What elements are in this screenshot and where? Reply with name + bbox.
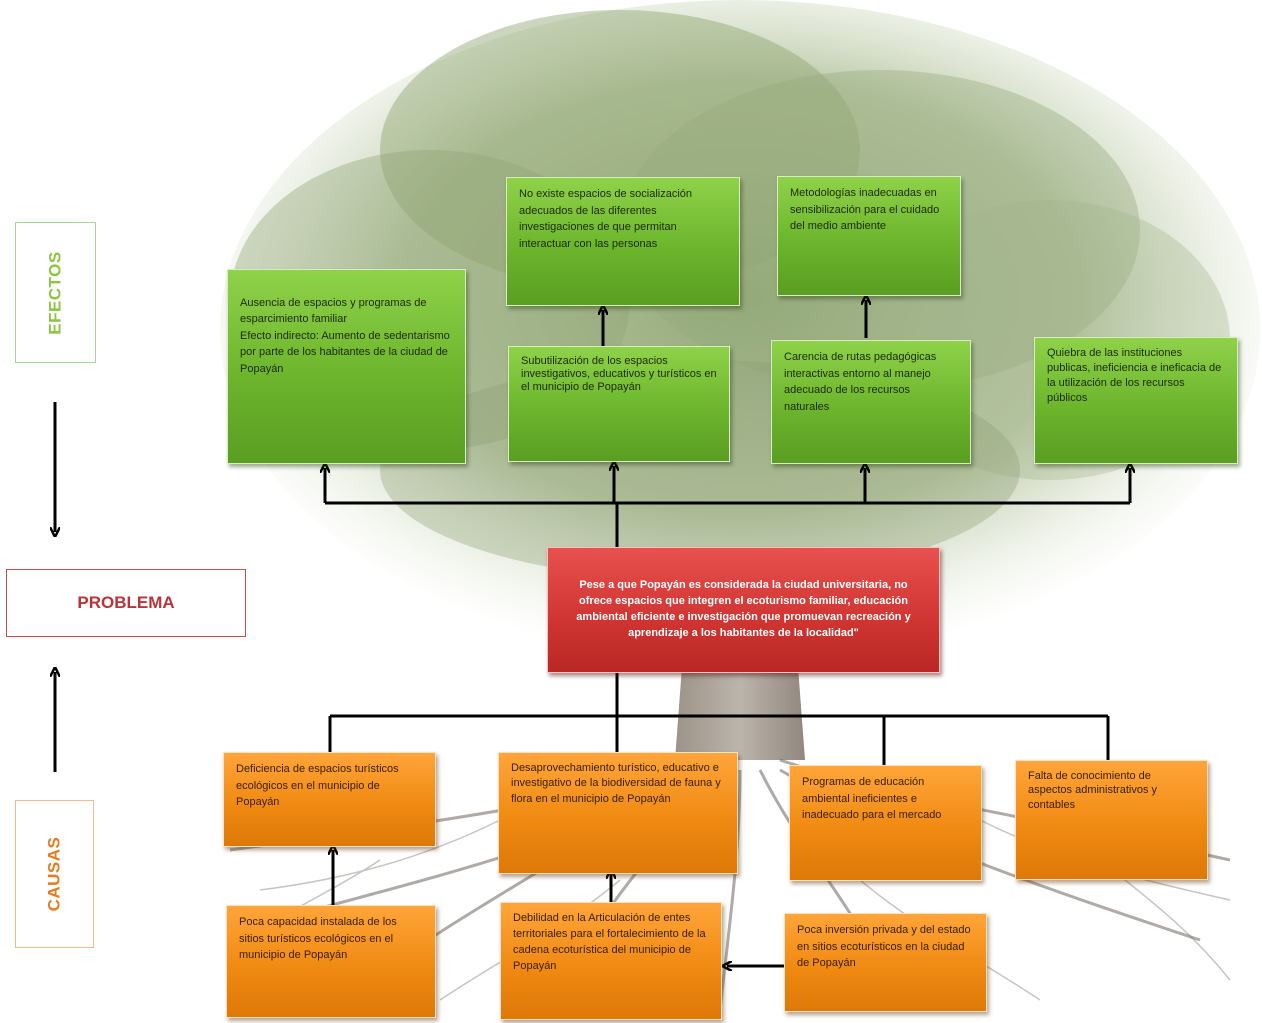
- direct-cause-4-text: Falta de conocimiento de aspectos admini…: [1028, 770, 1157, 811]
- indirect-cause-1-text: Poca capacidad instalada de los sitios t…: [239, 916, 397, 961]
- problema-label: PROBLEMA: [77, 593, 175, 612]
- direct-cause-2-box: Desaprovechamiento turístico, educativo …: [498, 752, 738, 874]
- efectos-label: EFECTOS: [45, 250, 65, 335]
- indirect-cause-3-box: Poca inversión privada y del estado en s…: [784, 913, 987, 1012]
- indirect-effect-2-text: No existe espacios de socialización adec…: [519, 188, 693, 250]
- indirect-effect-2-box: No existe espacios de socialización adec…: [506, 177, 740, 306]
- direct-effect-1-text: Ausencia de espacios y programas de espa…: [240, 296, 450, 375]
- indirect-cause-2-box: Debilidad en la Articulación de entes te…: [500, 902, 722, 1020]
- direct-effect-2-text: Subutilización de los espacios investiga…: [521, 355, 717, 394]
- indirect-cause-3-text: Poca inversión privada y del estado en s…: [797, 924, 971, 969]
- efectos-label-box: EFECTOS: [15, 222, 96, 363]
- indirect-cause-1-box: Poca capacidad instalada de los sitios t…: [226, 905, 436, 1018]
- indirect-effect-3-box: Metodologías inadecuadas en sensibilizac…: [777, 176, 961, 296]
- causas-label-box: CAUSAS: [15, 800, 94, 948]
- direct-effect-4-box: Quiebra de las instituciones publicas, i…: [1034, 337, 1238, 464]
- direct-effect-1-box: Ausencia de espacios y programas de espa…: [227, 269, 466, 464]
- causas-label: CAUSAS: [44, 836, 64, 912]
- direct-cause-4-box: Falta de conocimiento de aspectos admini…: [1015, 760, 1208, 880]
- direct-cause-3-box: Programas de educación ambiental inefici…: [789, 765, 982, 881]
- direct-effect-3-box: Carencia de rutas pedagógicas interactiv…: [771, 340, 971, 464]
- problema-label-box: PROBLEMA: [6, 569, 246, 637]
- indirect-effect-3-text: Metodologías inadecuadas en sensibilizac…: [790, 187, 940, 232]
- central-problem-box: Pese a que Popayán es considerada la ciu…: [547, 547, 940, 673]
- direct-cause-3-text: Programas de educación ambiental inefici…: [802, 776, 942, 821]
- direct-effect-4-text: Quiebra de las instituciones publicas, i…: [1047, 347, 1222, 404]
- direct-cause-2-text: Desaprovechamiento turístico, educativo …: [511, 762, 721, 805]
- direct-cause-1-box: Deficiencia de espacios turísticos ecoló…: [223, 752, 436, 847]
- central-problem-text: Pese a que Popayán es considerada la ciu…: [576, 579, 911, 639]
- direct-effect-3-text: Carencia de rutas pedagógicas interactiv…: [784, 351, 937, 413]
- direct-effect-2-box: Subutilización de los espacios investiga…: [508, 346, 730, 462]
- indirect-cause-2-text: Debilidad en la Articulación de entes te…: [513, 912, 706, 972]
- direct-cause-1-text: Deficiencia de espacios turísticos ecoló…: [236, 763, 399, 808]
